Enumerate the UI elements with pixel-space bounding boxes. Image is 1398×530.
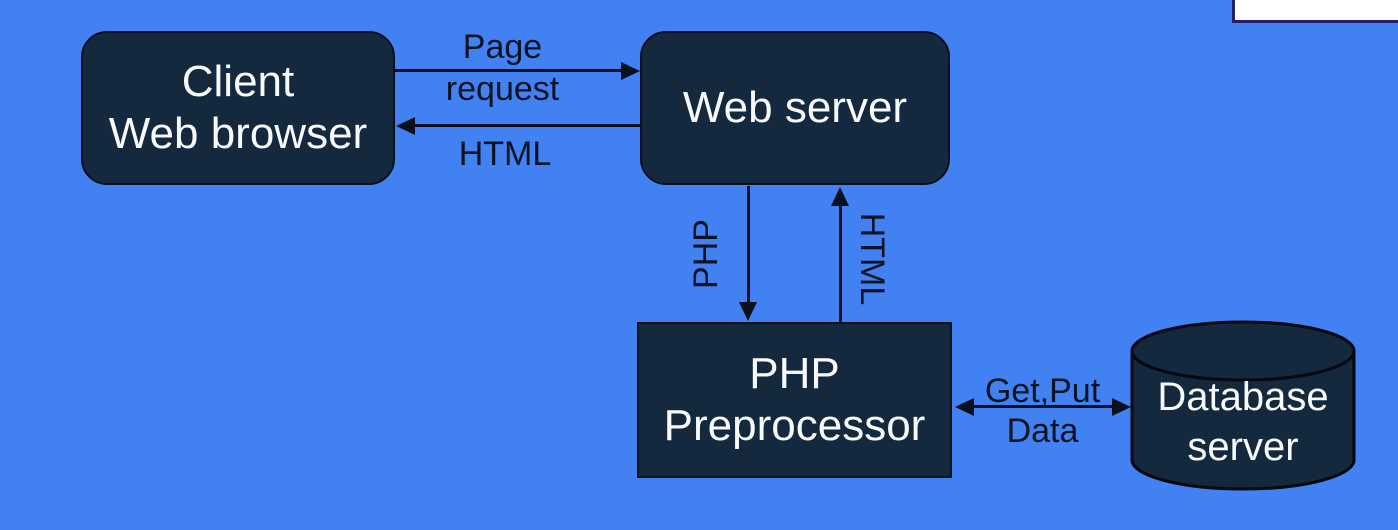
edge-label-request: request (445, 70, 560, 108)
edge-label-get-put: Get,Put (984, 372, 1101, 410)
node-label-line: Web browser (108, 109, 368, 158)
edge-label-page: Page (462, 28, 543, 66)
node-web-server: Web server (640, 31, 950, 185)
node-label-line: PHP (749, 349, 840, 398)
node-label-line: server (1187, 425, 1299, 469)
corner-overlay-panel (1232, 0, 1398, 23)
node-label: Database server (1128, 372, 1358, 472)
arrowhead-left-icon (396, 117, 415, 135)
arrowhead-right-icon (621, 62, 640, 80)
arrowhead-right-icon (1112, 398, 1131, 416)
arrowhead-left-icon (955, 398, 974, 416)
edge-line (747, 186, 750, 304)
edge-line (414, 124, 640, 127)
node-client-web-browser: Client Web browser (81, 31, 395, 185)
node-label-line: Client (181, 57, 295, 106)
edge-label-html: HTML (458, 135, 552, 173)
node-label-line: Database (1157, 375, 1329, 419)
node-database-server: Database server (1128, 320, 1358, 492)
edge-line (395, 69, 623, 72)
node-label-line: Web server (682, 83, 908, 132)
edge-label-data: Data (1006, 412, 1079, 450)
edge-label-html-vertical: HTML (853, 212, 891, 306)
database-cylinder-icon (1130, 320, 1356, 491)
edge-line (839, 203, 842, 322)
arrowhead-up-icon (831, 187, 849, 206)
edge-line (970, 405, 1115, 408)
arrowhead-down-icon (739, 302, 757, 321)
edge-label-php: PHP (687, 219, 725, 289)
node-php-preprocessor: PHP Preprocessor (637, 322, 952, 478)
node-label-line: Preprocessor (663, 401, 926, 450)
